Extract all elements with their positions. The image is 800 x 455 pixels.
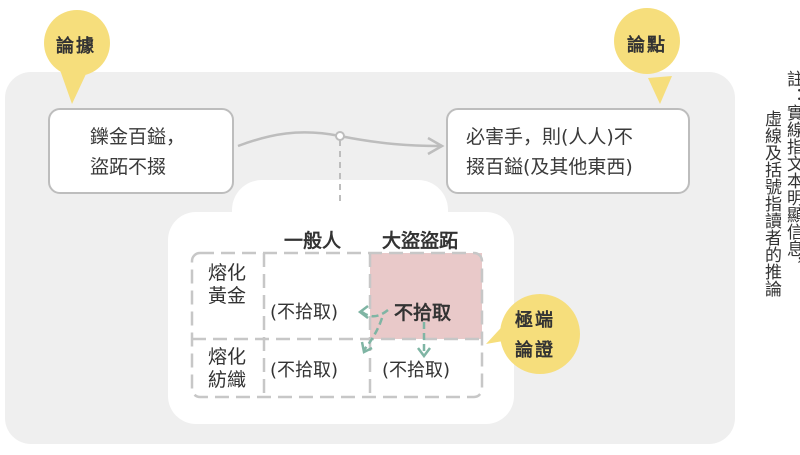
row-label-textile-1: 熔化 bbox=[207, 346, 246, 368]
row-label-gold-2: 黃金 bbox=[207, 285, 246, 307]
extreme-bubble-circle bbox=[500, 294, 580, 374]
row-label-textile: 熔化 紡織 bbox=[202, 346, 252, 392]
cell-textile-general: (不拾取) bbox=[270, 360, 339, 381]
evidence-line-1: 鑠金百鎰， bbox=[90, 126, 186, 148]
claim-box: 必害手，則(人人)不 掇百鎰(及其他東西) bbox=[446, 108, 690, 194]
evidence-bubble-label: 論據 bbox=[56, 36, 96, 57]
row-label-gold-1: 熔化 bbox=[207, 262, 246, 284]
cell-gold-bandit: 不拾取 bbox=[394, 302, 452, 324]
col-header-general: 一般人 bbox=[284, 230, 342, 252]
row-label-gold: 熔化 黃金 bbox=[202, 262, 252, 308]
arrowhead-general-row2 bbox=[360, 341, 373, 354]
row-label-textile-2: 紡織 bbox=[207, 369, 246, 391]
arrowhead-general-row1 bbox=[357, 305, 369, 319]
col-header-bandit: 大盜盜跖 bbox=[382, 230, 459, 252]
highlight-cell bbox=[370, 253, 482, 339]
evidence-line-2: 盜跖不掇 bbox=[90, 156, 167, 178]
extreme-bubble-label-1: 極端 bbox=[515, 310, 555, 331]
arrow-midpoint bbox=[335, 131, 345, 141]
table-outline bbox=[190, 251, 484, 399]
cell-gold-general: (不拾取) bbox=[270, 302, 339, 323]
cell-textile-bandit: (不拾取) bbox=[382, 360, 451, 381]
claim-line-1: 必害手，則(人人)不 bbox=[466, 126, 633, 148]
evidence-box: 鑠金百鎰， 盜跖不掇 bbox=[48, 108, 234, 194]
claim-line-2: 掇百鎰(及其他東西) bbox=[466, 156, 633, 178]
note-line-1: 註：實線指文本明顯信息， bbox=[783, 70, 800, 274]
evidence-bubble-circle bbox=[44, 10, 110, 76]
arrow-to-general-row2 bbox=[363, 317, 384, 351]
extreme-bubble-label-2: 論證 bbox=[515, 340, 555, 361]
arrowhead-bandit-row2 bbox=[417, 347, 431, 359]
claim-bubble-label: 論點 bbox=[627, 35, 667, 56]
claim-bubble-circle bbox=[614, 8, 680, 74]
arrow-to-general-row1 bbox=[361, 309, 389, 318]
note: 註：實線指文本明顯信息， 虛線及括號指讀者的推論 bbox=[761, 70, 800, 370]
note-line-2: 虛線及括號指讀者的推論 bbox=[761, 110, 781, 297]
main-arrowhead bbox=[427, 136, 445, 156]
